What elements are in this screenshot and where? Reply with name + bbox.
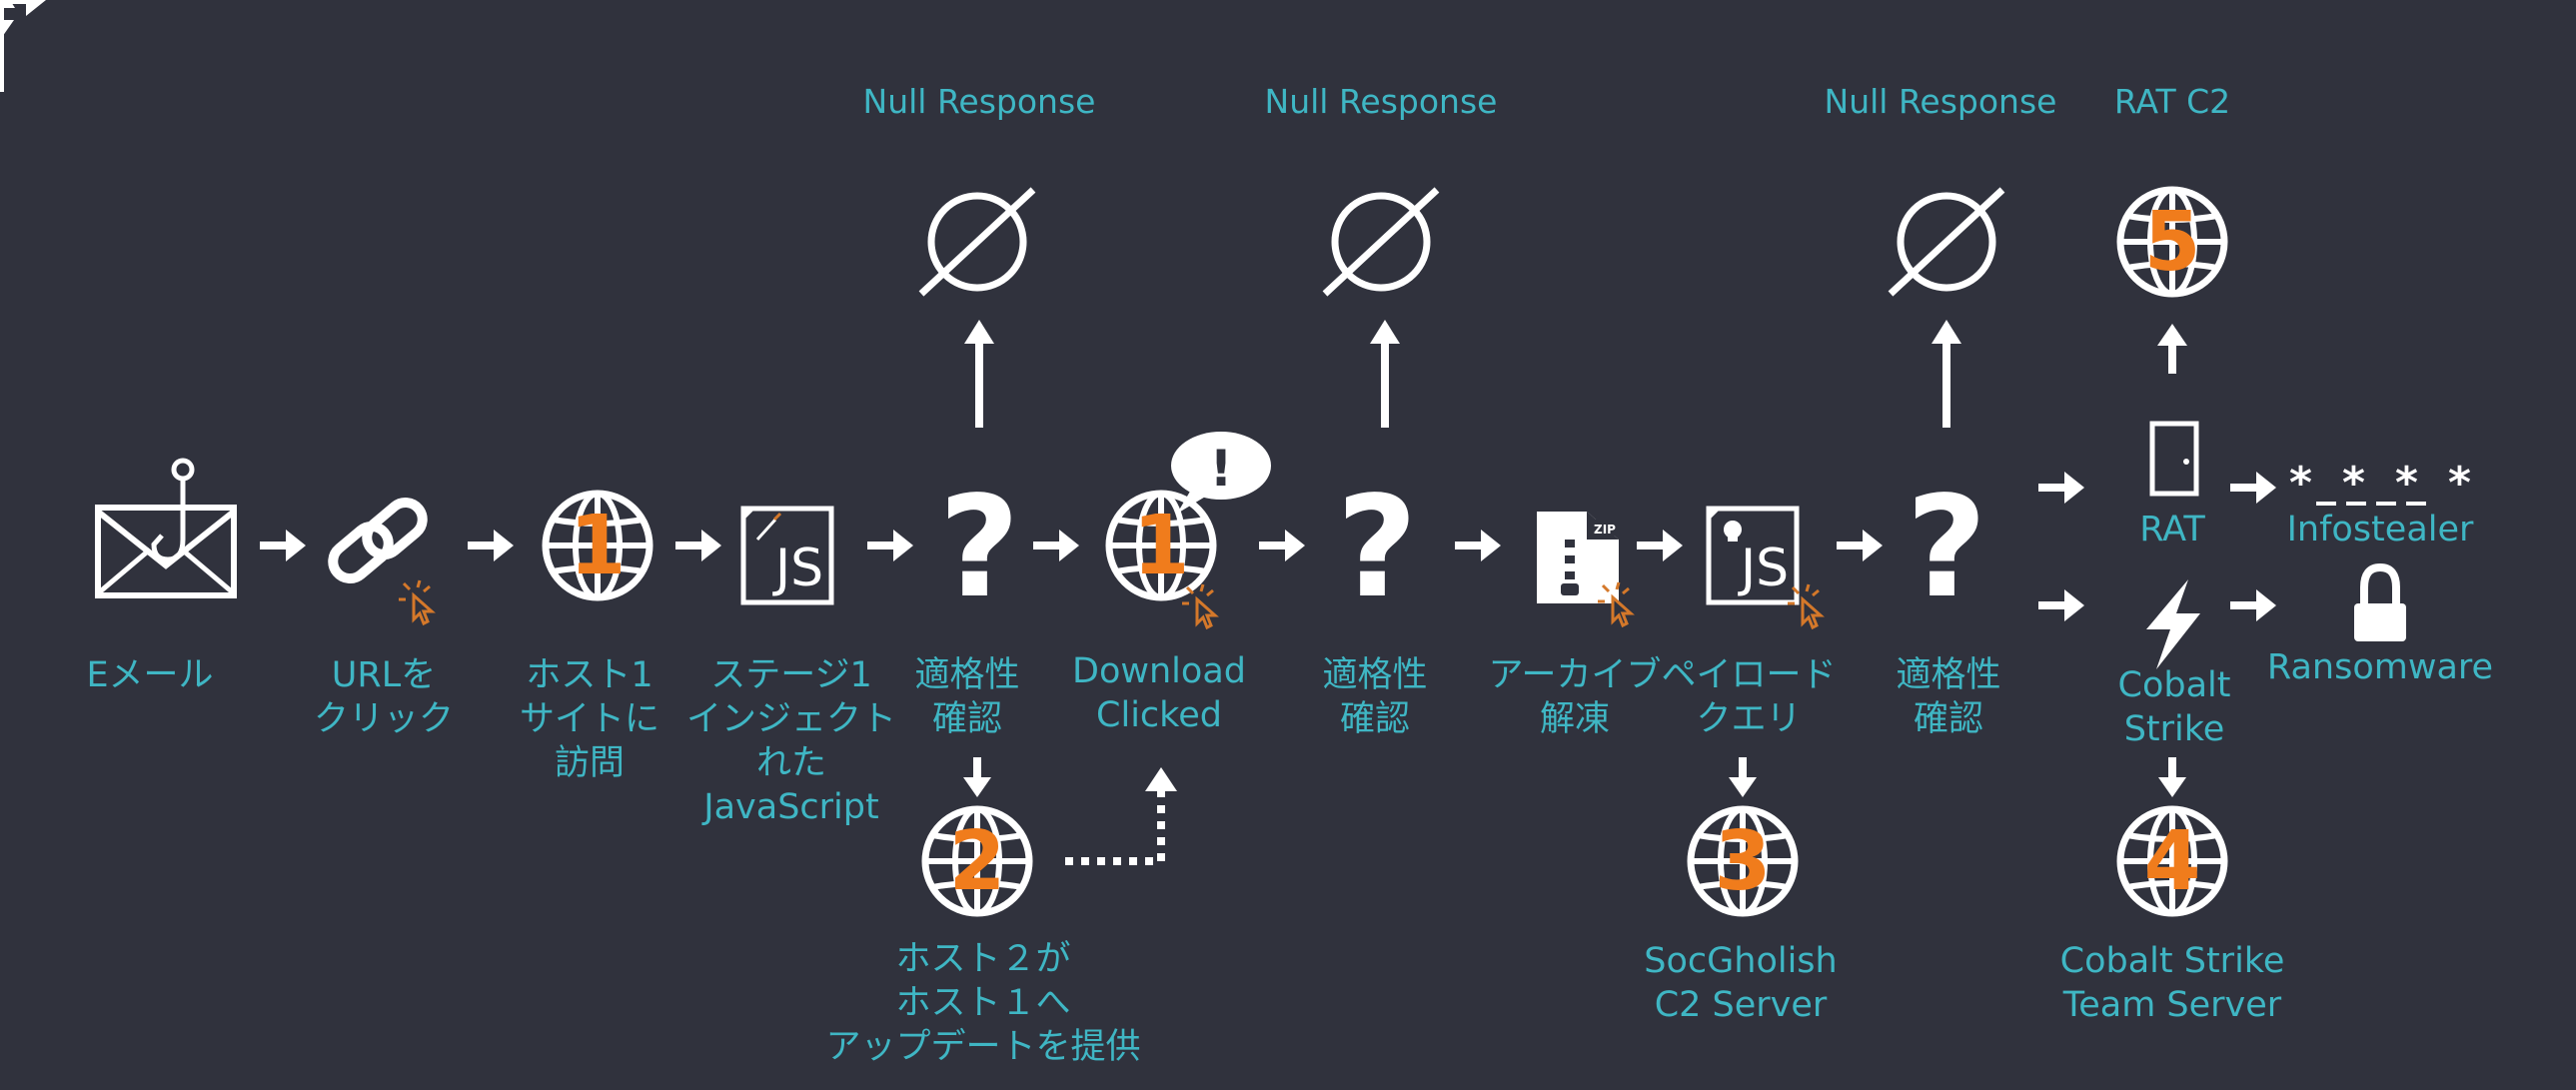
label-check-3: 適格性 確認 [1896, 655, 2001, 739]
rat-c2-arrow [2157, 324, 2187, 374]
rat-c2-badge: 5 [2143, 195, 2200, 290]
cursor-click-icon [397, 578, 434, 625]
question-icon: ? [1336, 467, 1417, 629]
label-check-2: 適格性 確認 [1322, 655, 1428, 739]
host2-badge: 2 [948, 814, 1005, 909]
alert-glyph: ! [1210, 440, 1233, 498]
link-icon [328, 498, 428, 583]
label-rat-c2: RAT C2 [2113, 82, 2231, 121]
label-null-response-1: Null Response [862, 82, 1096, 121]
socgholish-badge: 3 [1714, 814, 1771, 909]
host1-download-badge: 1 [1132, 499, 1189, 593]
label-socgholish-c2: SocGholish C2 Server [1644, 941, 1838, 1025]
label-payload-query: ペイロード クエリ [1661, 655, 1837, 739]
password-mask-icon: * * * * [2287, 458, 2472, 509]
label-cobalt-team-server: Cobalt Strike Team Server [2059, 941, 2285, 1025]
down-arrows [0, 20, 2186, 797]
label-visit-host1: ホスト1 サイトに 訪問 [519, 655, 660, 783]
lightning-icon [2146, 579, 2200, 669]
dotted-return-arrow [1065, 767, 1177, 865]
label-stage1-js: ステージ1 インジェクト れた JavaScript [685, 655, 897, 827]
label-check-1: 適格性 確認 [914, 655, 1020, 739]
label-host2-update: ホスト２が ホスト１へ アップデートを提供 [825, 939, 1141, 1067]
flow-arrows [0, 0, 2276, 621]
js-file-icon: JS [743, 509, 831, 602]
email-hook-icon [95, 458, 237, 598]
host1-badge: 1 [569, 499, 626, 593]
label-rat: RAT [2139, 510, 2205, 549]
door-icon [2149, 421, 2199, 497]
label-null-response-2: Null Response [1264, 82, 1498, 121]
js-label: JS [1738, 539, 1789, 598]
label-url-click: URLを クリック [313, 655, 455, 739]
password-glyphs: * * * * [2287, 458, 2472, 509]
label-download-clicked: Download Clicked [1072, 651, 1246, 735]
cursor-click-icon [1786, 582, 1823, 629]
question-icon: ? [1906, 467, 1986, 629]
null-branch-arrows [0, 0, 1961, 428]
label-ransomware: Ransomware [2266, 647, 2494, 687]
lock-icon [2354, 562, 2406, 641]
null-set-icon [921, 190, 1033, 294]
null-set-icon [1891, 190, 2002, 294]
skull-icon [1724, 521, 1742, 539]
alert-bubble-icon: ! [1171, 432, 1271, 514]
zip-label: ZIP [1594, 523, 1616, 537]
label-email: Eメール [86, 655, 214, 695]
label-unpack-archive: アーカイブ 解凍 [1488, 655, 1662, 739]
null-set-icon [1325, 190, 1437, 294]
js-file-icon: JS [1709, 509, 1797, 602]
question-icon: ? [938, 467, 1019, 629]
label-null-response-3: Null Response [1824, 82, 2057, 121]
js-label: JS [772, 539, 823, 598]
cobalt-team-badge: 4 [2143, 814, 2200, 909]
label-cobalt-strike: Cobalt Strike [2117, 665, 2231, 749]
label-infostealer: Infostealer [2286, 510, 2474, 549]
zip-file-icon: ZIP [1537, 512, 1621, 603]
